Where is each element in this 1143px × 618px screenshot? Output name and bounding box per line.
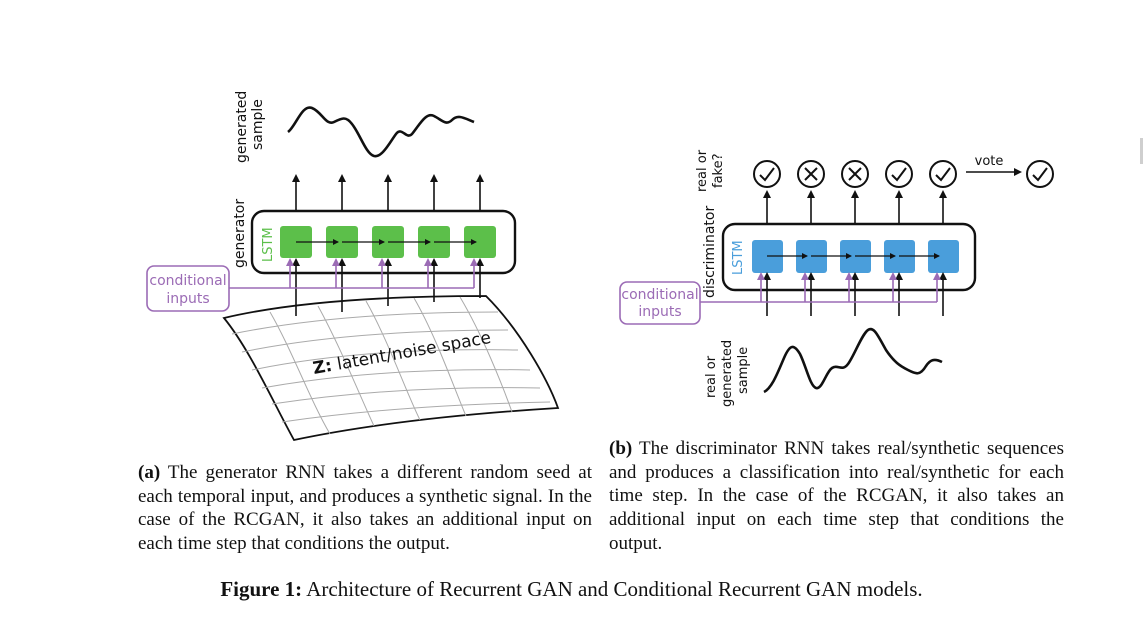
caption-b: (b) The discriminator RNN takes real/syn… [609,437,1064,556]
generator-conditional-label: conditional [149,273,226,289]
discriminator-conditional-box [619,281,701,325]
sample-label-2: generated [720,340,735,407]
check-icon [753,160,781,188]
discriminator-conditional-label: conditional [621,287,698,303]
generator-label: generator [232,199,248,268]
figure-caption-text: Architecture of Recurrent GAN and Condit… [302,577,923,601]
discriminator-outputs [753,160,1054,188]
discriminator-cell [928,240,959,273]
panel-b: real or fake? [619,149,1054,407]
real-or-fake-label: real or [695,149,710,192]
latent-space-surface [222,295,560,442]
scrollbar[interactable] [1140,138,1143,164]
panel-a: generated sample generator LSTM [146,91,560,442]
figure-caption: Figure 1: Architecture of Recurrent GAN … [0,577,1143,602]
cross-icon [797,160,825,188]
discriminator-lstm-label: LSTM [731,240,746,275]
generated-waveform [287,106,475,158]
generated-sample-label: generated [234,91,250,163]
caption-a: (a) The generator RNN takes a different … [138,461,592,556]
sample-label-3: sample [736,347,751,394]
caption-a-tag: (a) [138,462,161,483]
vote-result-check-icon [1026,160,1054,188]
vote-label: vote [975,154,1004,169]
generator-cell [464,226,496,258]
discriminator-conditional-lines [700,272,941,303]
cross-icon [841,160,869,188]
generator-conditional-label-2: inputs [166,291,209,307]
caption-a-text: The generator RNN takes a different rand… [138,462,592,555]
sample-label: real or [704,355,719,398]
caption-b-tag: (b) [609,438,633,459]
discriminator-output-arrows [763,190,947,224]
real-or-fake-label-2: fake? [711,153,726,188]
discriminator-label: discriminator [702,206,718,298]
check-icon [885,160,913,188]
discriminator-conditional-label-2: inputs [638,304,681,320]
caption-b-text: The discriminator RNN takes real/synthet… [609,438,1064,554]
generator-lstm-label: LSTM [261,227,276,262]
discriminator-sample-arrows [763,272,947,316]
generator-conditional-lines [229,258,478,289]
sample-waveform [763,327,943,394]
figure-caption-label: Figure 1: [220,577,303,601]
generator-latent-arrows [292,258,484,316]
check-icon [929,160,957,188]
generated-sample-label-2: sample [250,99,266,150]
generator-output-arrows [292,174,484,210]
